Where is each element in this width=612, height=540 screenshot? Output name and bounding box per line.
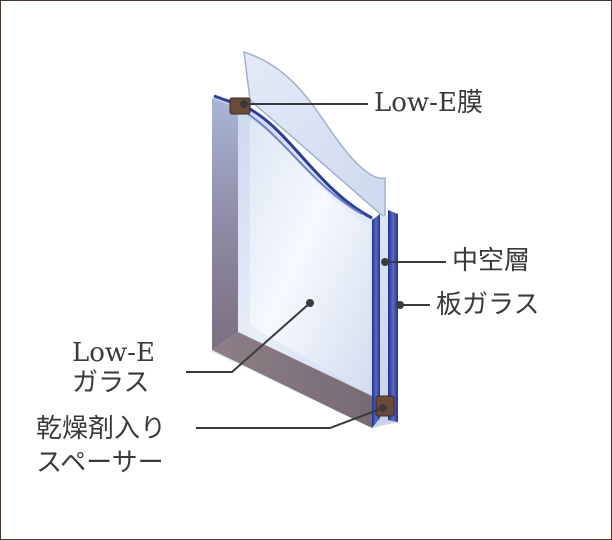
dot-low-e-film [240,100,248,108]
dot-low-e-glass [306,299,314,307]
label-low-e-glass-line2: ガラス [72,368,150,398]
left-spacer-edge [212,98,238,350]
dot-plate-glass [396,301,404,309]
wavy-top-edge [213,94,373,220]
bottom-spacer-edge [212,332,372,428]
inner-glass-face [250,120,370,395]
plate-glass-pane [243,50,386,220]
label-low-e-glass-line1: Low-E [72,338,155,368]
label-spacer-line1: 乾燥剤入り [36,414,167,444]
dot-hollow-layer [381,258,389,266]
label-spacer-line2: スペーサー [36,448,164,478]
leader-low-e-glass [186,302,311,373]
right-glass-edge [372,214,380,428]
leader-spacer [196,407,384,429]
wavy-top-edge-inner [237,107,363,215]
label-low-e-film: Low-E膜 [374,88,483,118]
dot-spacer [379,404,387,412]
label-plate-glass: 板ガラス [436,290,540,320]
right-glass-edge-outer [388,210,398,422]
label-hollow-layer: 中空層 [452,246,531,276]
